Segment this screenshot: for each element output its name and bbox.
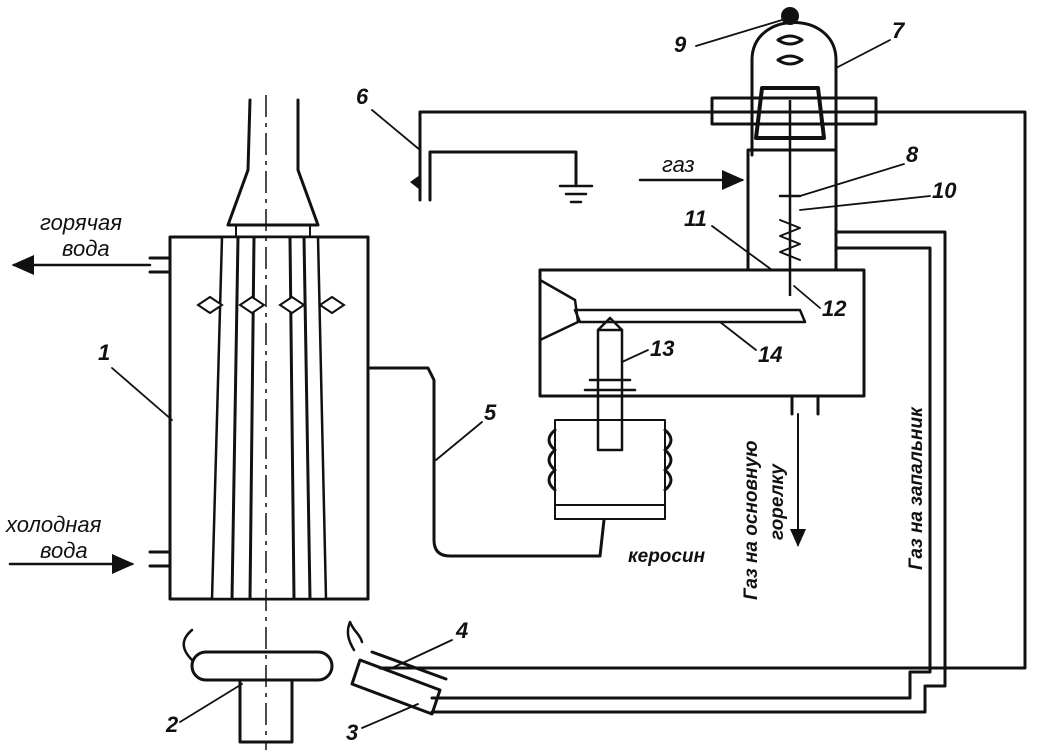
- gas-valve-body: [538, 268, 866, 547]
- svg-text:1: 1: [98, 340, 110, 365]
- callout-9: 9: [674, 19, 783, 57]
- callout-14: 14: [719, 321, 782, 367]
- callout-4: 4: [391, 618, 468, 669]
- callout-8: 8: [799, 142, 919, 197]
- svg-text:Газ на основную: Газ на основную: [741, 441, 762, 600]
- svg-text:2: 2: [165, 712, 179, 737]
- callout-13: 13: [621, 336, 674, 363]
- callout-2: 2: [165, 683, 243, 737]
- svg-text:горячая: горячая: [40, 210, 122, 235]
- svg-text:14: 14: [758, 342, 782, 367]
- electromagnet-valve: [710, 7, 878, 157]
- svg-text:вода: вода: [40, 538, 88, 563]
- capillary-tube: [368, 366, 606, 558]
- svg-text:вода: вода: [62, 236, 110, 261]
- svg-text:6: 6: [356, 84, 369, 109]
- chimney: [226, 98, 320, 238]
- callout-6: 6: [356, 84, 421, 151]
- callout-3: 3: [346, 703, 419, 745]
- pilot-burner: [346, 620, 448, 716]
- svg-text:5: 5: [484, 400, 497, 425]
- callout-5: 5: [435, 400, 497, 461]
- pilot-gas-pipes: [378, 110, 1027, 714]
- callout-1: 1: [98, 340, 173, 421]
- svg-text:8: 8: [906, 142, 919, 167]
- callout-7: 7: [835, 18, 906, 69]
- callout-10: 10: [799, 178, 957, 211]
- svg-text:4: 4: [455, 618, 468, 643]
- valve-column: [746, 100, 838, 296]
- pilot-gas-label: Газ на запальник: [906, 406, 927, 570]
- hot-water-label: горячая вода: [11, 210, 152, 275]
- svg-text:11: 11: [684, 206, 707, 231]
- kerosene-thermostat: [547, 316, 673, 520]
- svg-text:7: 7: [892, 18, 906, 43]
- callout-11: 11: [684, 206, 773, 271]
- cold-water-label: холодная вода: [5, 512, 135, 574]
- svg-text:10: 10: [932, 178, 957, 203]
- svg-text:12: 12: [822, 296, 847, 321]
- main-burner-gas-label: Газ на основную горелку: [741, 441, 788, 600]
- thermocouple-circuit: [410, 148, 594, 204]
- svg-text:9: 9: [674, 32, 687, 57]
- svg-text:горелку: горелку: [767, 463, 788, 540]
- svg-text:3: 3: [346, 720, 358, 745]
- gas-label: газ: [662, 152, 695, 177]
- callout-12: 12: [793, 285, 847, 321]
- kerosene-label: керосин: [628, 546, 706, 567]
- svg-text:холодная: холодная: [5, 512, 102, 537]
- main-burner: [182, 628, 334, 744]
- svg-text:13: 13: [650, 336, 674, 361]
- heat-exchanger: [148, 235, 370, 601]
